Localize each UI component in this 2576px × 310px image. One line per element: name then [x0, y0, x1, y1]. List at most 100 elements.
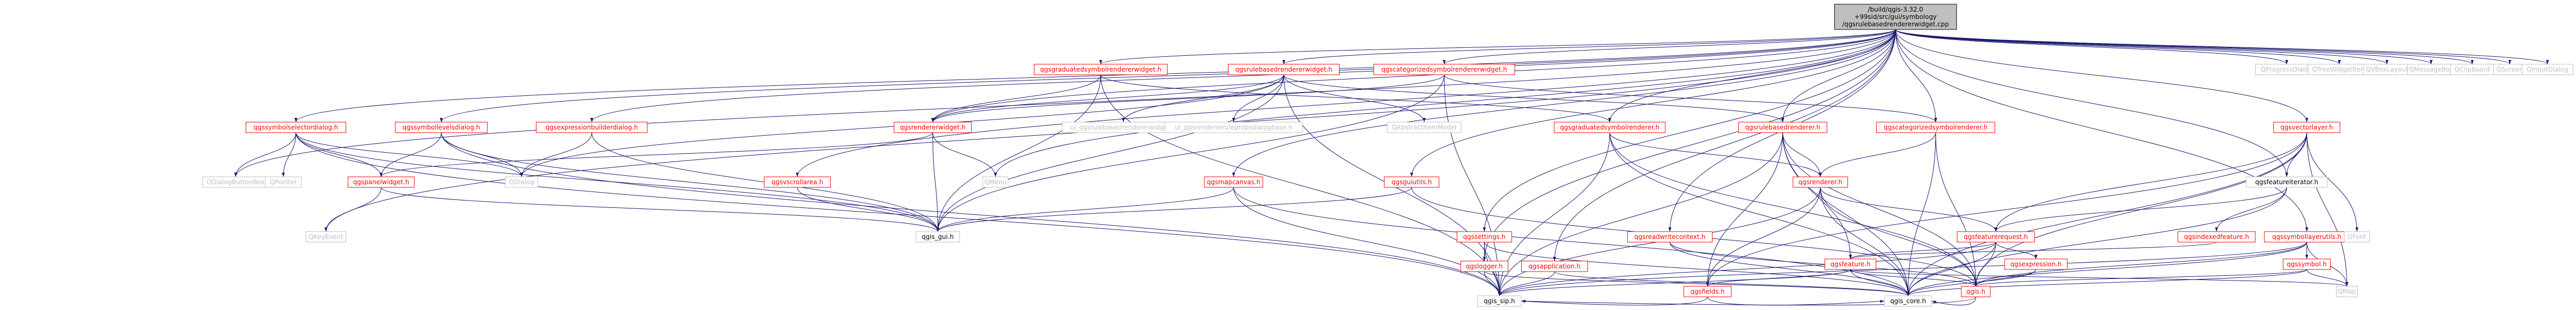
include-edge	[441, 132, 1501, 296]
node-label: QClipboard	[2454, 66, 2490, 73]
include-edge	[2306, 132, 2359, 232]
node-box	[1738, 122, 1827, 133]
header-node[interactable]: qgsrendererwidget.h	[893, 122, 972, 133]
header-node[interactable]: qgspanelwidget.h	[347, 176, 415, 188]
include-edge	[1410, 29, 1896, 177]
node-label: QKeyEvent	[309, 233, 344, 241]
node-box	[536, 122, 648, 133]
node-label: qgis_sip.h	[1484, 297, 1515, 305]
node-box	[1384, 176, 1440, 188]
include-edge	[1484, 242, 1910, 296]
include-edge	[1483, 29, 1896, 232]
header-node[interactable]: qgsmapcanvas.h	[1204, 176, 1263, 188]
node-box	[1164, 122, 1303, 133]
header-node: QVBoxLayout	[2363, 64, 2411, 75]
header-node[interactable]: qgssettings.h	[1456, 231, 1512, 243]
node-label: qgslogger.h	[1466, 263, 1503, 270]
node-label: qgssymbolselectordialog.h	[254, 124, 338, 131]
header-node: QDialogButtonBox	[202, 176, 269, 188]
include-edge	[1781, 29, 1896, 123]
header-node: QMap	[2336, 286, 2358, 297]
header-node: qgis_gui.h	[915, 231, 960, 243]
header-node[interactable]: qgsexpression.h	[2004, 258, 2068, 270]
header-node[interactable]: qgssymbollayerutils.h	[2264, 231, 2350, 243]
node-box	[1627, 231, 1713, 243]
header-node[interactable]: qgscategorizedsymbolrenderer.h	[1876, 122, 1995, 133]
header-node[interactable]: qgsrulebasedrenderer.h	[1738, 122, 1827, 133]
include-edge	[379, 132, 442, 177]
node-label: QAbstractItemModel	[1392, 124, 1456, 131]
node-label: qgis.h	[1966, 288, 1985, 295]
node-box	[265, 176, 302, 188]
node-label: qgsrulebasedrendererwidget.h	[1235, 66, 1333, 73]
header-node[interactable]: qgis.h	[1961, 286, 1991, 297]
header-node[interactable]: qgssymbollevelsdialog.h	[395, 122, 488, 133]
node-label: QMessageBox	[2409, 66, 2453, 73]
include-edge	[295, 132, 523, 177]
header-node: qgis_sip.h	[1477, 295, 1522, 307]
header-node[interactable]: qgsgraduatedsymbolrenderer.h	[1554, 122, 1666, 133]
node-box	[1034, 64, 1168, 75]
header-node[interactable]: qgsreadwritecontext.h	[1627, 231, 1713, 243]
header-node[interactable]: qgsfields.h	[1683, 286, 1732, 297]
header-node[interactable]: qgssymbolselectordialog.h	[245, 122, 346, 133]
include-edge	[590, 29, 1896, 123]
include-edge	[1895, 29, 2309, 232]
node-label: qgscategorizedsymbolrendererwidget.h	[1381, 66, 1507, 73]
include-edge	[441, 132, 940, 232]
node-label: qgis_gui.h	[922, 233, 954, 241]
include-edge	[1554, 271, 1910, 296]
header-node[interactable]: qgsapplication.h	[1521, 261, 1588, 272]
header-node[interactable]: qgsfeaturerequest.h	[1957, 231, 2035, 243]
include-edge	[932, 132, 997, 177]
include-edge	[1498, 271, 1555, 296]
node-label: qgsrendererwidget.h	[900, 124, 965, 131]
header-node: QScreen	[2493, 64, 2527, 75]
header-node[interactable]: qgsindexedfeature.h	[2177, 231, 2256, 243]
include-edge	[1100, 74, 1501, 296]
node-box	[1373, 64, 1515, 75]
include-edge	[1974, 269, 2307, 287]
node-label: qgsfeaturerequest.h	[1964, 233, 2028, 241]
node-label: +99sid/src/gui/symbology	[1855, 13, 1937, 21]
node-label: qgsvscrollarea.h	[771, 178, 823, 186]
header-node[interactable]: qgscategorizedsymbolrendererwidget.h	[1373, 64, 1515, 75]
include-edge	[294, 29, 1896, 123]
node-box	[1456, 231, 1512, 243]
include-edge	[1283, 74, 1426, 123]
node-box	[1876, 122, 1995, 133]
node-label: qgsvectorlayer.h	[2280, 124, 2333, 131]
header-node[interactable]: qgsvscrollarea.h	[763, 176, 831, 188]
node-label: qgscategorizedsymbolrenderer.h	[1884, 124, 1987, 131]
header-node[interactable]: qgsvectorlayer.h	[2273, 122, 2340, 133]
root-file-node: /build/qgis-3.32.0+99sid/src/gui/symbolo…	[1834, 4, 1957, 30]
header-node: QTreeWidgetItem	[2308, 64, 2371, 75]
node-box	[347, 176, 415, 188]
node-box	[982, 176, 1009, 188]
include-edge	[1282, 29, 1896, 65]
header-node[interactable]: qgsrulebasedrendererwidget.h	[1227, 64, 1340, 75]
include-edge	[324, 187, 381, 232]
header-node[interactable]: qgsrenderer.h	[1793, 176, 1848, 188]
include-edge	[1895, 29, 2288, 65]
header-node[interactable]: qgssymbol.h	[2282, 258, 2331, 270]
node-label: qgsgraduatedsymbolrendererwidget.h	[1040, 66, 1162, 73]
include-edge	[1498, 132, 1783, 296]
include-edge	[1706, 187, 1821, 287]
include-edge	[1895, 29, 1937, 123]
header-node: QPointer	[265, 176, 302, 188]
include-edge	[1974, 269, 2037, 287]
node-label: /qgsrulebasedrendererwidget.cpp	[1842, 21, 1949, 28]
node-box	[245, 122, 346, 133]
header-node[interactable]: qgslogger.h	[1460, 261, 1508, 272]
node-box	[2344, 231, 2370, 243]
header-node[interactable]: qgsgraduatedsymbolrendererwidget.h	[1034, 64, 1168, 75]
header-node[interactable]: qgsexpressionbuilderdialog.h	[536, 122, 648, 133]
header-node: QClipboard	[2450, 64, 2494, 75]
node-label: QPointer	[270, 178, 297, 186]
header-node[interactable]: qgsfeature.h	[1824, 258, 1876, 270]
node-box	[1204, 176, 1263, 188]
include-edge	[1521, 296, 1708, 306]
include-edge	[2306, 132, 2349, 287]
header-node[interactable]: qgsguiutils.h	[1384, 176, 1440, 188]
